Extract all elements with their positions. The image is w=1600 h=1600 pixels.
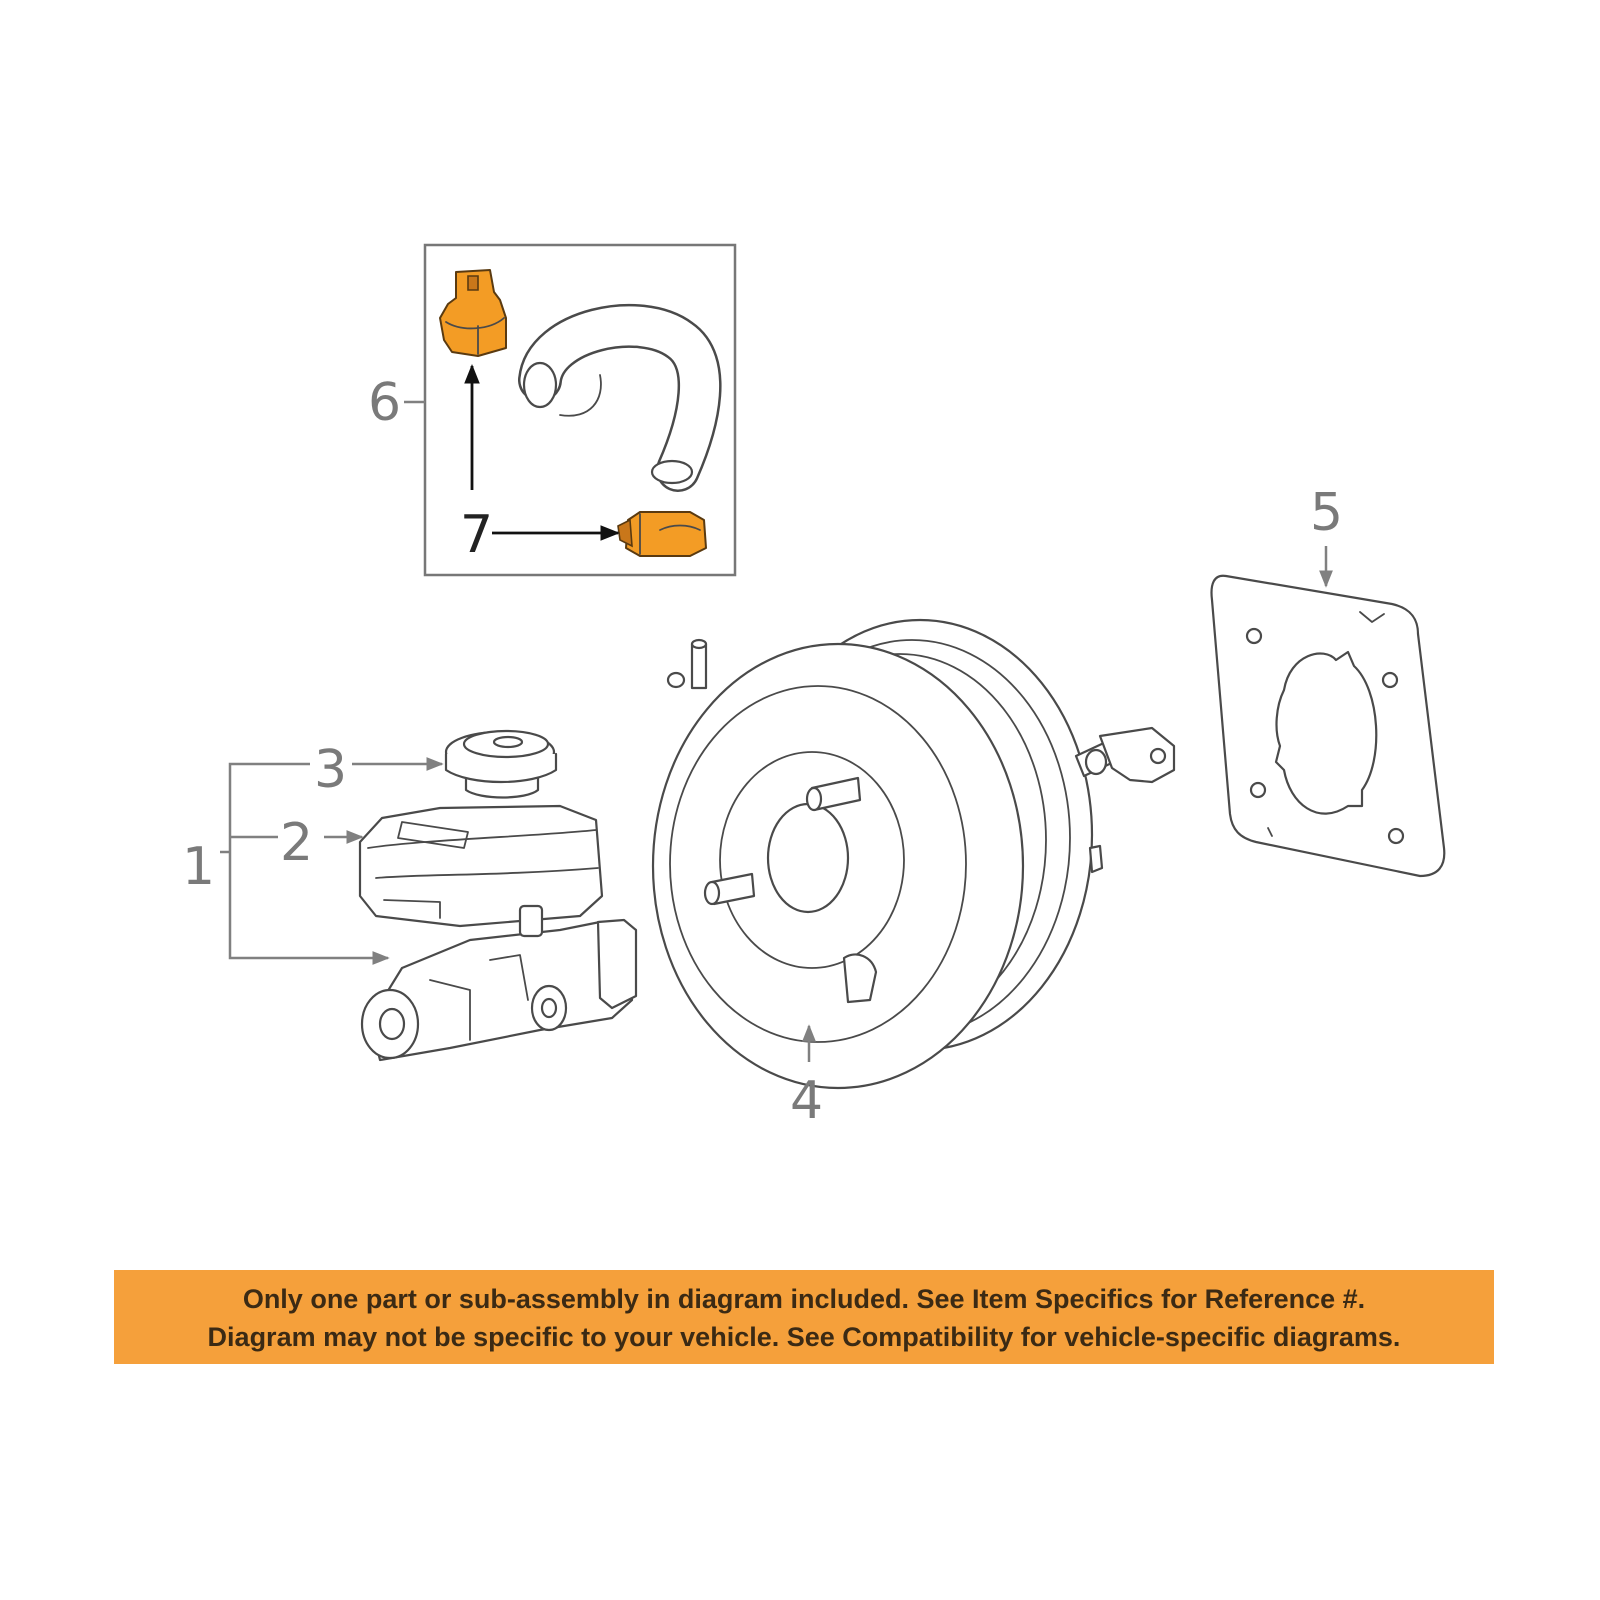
master-cylinder bbox=[358, 729, 638, 1062]
callout-6: 6 bbox=[368, 373, 401, 433]
booster-gasket bbox=[1210, 574, 1446, 878]
disclaimer-line-1: Only one part or sub-assembly in diagram… bbox=[242, 1284, 1366, 1314]
leaders-master-cylinder bbox=[220, 757, 444, 965]
callout-1: 1 bbox=[182, 837, 215, 897]
callout-3: 3 bbox=[314, 740, 347, 800]
disclaimer-line-2: Diagram may not be specific to your vehi… bbox=[207, 1322, 1401, 1352]
hose-clamp-upper bbox=[439, 269, 507, 357]
callout-5: 5 bbox=[1310, 483, 1343, 543]
callout-4: 4 bbox=[790, 1071, 823, 1131]
brake-booster bbox=[651, 618, 1176, 1090]
callout-7: 7 bbox=[460, 505, 493, 565]
callout-2: 2 bbox=[280, 813, 313, 873]
hose-clamp-inset bbox=[423, 243, 737, 577]
disclaimer-banner: Only one part or sub-assembly in diagram… bbox=[114, 1270, 1494, 1364]
vacuum-hose bbox=[518, 303, 722, 492]
hose-clamp-lower bbox=[617, 511, 707, 557]
booster-studs bbox=[703, 776, 878, 1004]
